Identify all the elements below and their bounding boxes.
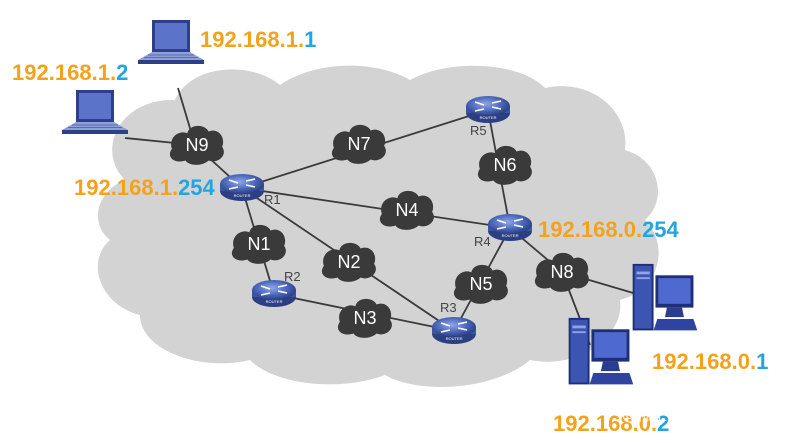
ip-label-gateway-0-254: 192.168.0.254: [538, 217, 680, 242]
router-icon-r4[interactable]: [487, 214, 533, 242]
network-node-n5[interactable]: N5: [453, 264, 508, 304]
network-cloud: [97, 65, 659, 387]
router-label-r2: R2: [284, 269, 301, 284]
svg-text:N1: N1: [247, 234, 270, 254]
network-node-n8[interactable]: N8: [534, 252, 589, 292]
svg-text:N9: N9: [185, 135, 208, 155]
ip-label-gateway-1-254: 192.168.1.254: [74, 175, 216, 200]
watermark-text: @稀土掘金技术社区: [622, 406, 757, 424]
network-node-n3[interactable]: N3: [337, 298, 392, 338]
network-node-n9[interactable]: N9: [169, 125, 224, 165]
svg-text:N6: N6: [493, 155, 516, 175]
network-node-n1[interactable]: N1: [231, 224, 286, 264]
network-node-n2[interactable]: N2: [321, 242, 376, 282]
svg-text:N8: N8: [550, 262, 573, 282]
router-label-r1: R1: [264, 192, 281, 207]
router-label-r3: R3: [440, 300, 457, 315]
router-icon-r5[interactable]: [465, 96, 511, 124]
router-label-r4: R4: [474, 234, 491, 249]
router-icon-r1[interactable]: [219, 174, 265, 202]
laptop-icon[interactable]: [137, 19, 205, 65]
router-icon-r2[interactable]: [251, 280, 297, 308]
ip-label-pc-0-1: 192.168.0.1: [652, 349, 768, 374]
router-label-r5: R5: [470, 123, 487, 138]
svg-text:N4: N4: [395, 200, 418, 220]
laptop-icon[interactable]: [61, 89, 129, 135]
svg-text:N2: N2: [337, 252, 360, 272]
svg-text:N7: N7: [347, 134, 370, 154]
router-icon-r3[interactable]: [431, 317, 477, 345]
network-node-n7[interactable]: N7: [331, 124, 386, 164]
ip-label-pc-1-2: 192.168.1.2: [12, 60, 128, 85]
network-node-n6[interactable]: N6: [477, 145, 532, 185]
ip-label-pc-0-2: 192.168.0.2: [553, 411, 669, 436]
svg-text:N5: N5: [469, 274, 492, 294]
network-node-n4[interactable]: N4: [379, 190, 434, 230]
svg-text:N3: N3: [353, 308, 376, 328]
desktop-computer-icon[interactable]: [632, 263, 698, 331]
ip-label-pc-1-1: 192.168.1.1: [200, 27, 316, 52]
